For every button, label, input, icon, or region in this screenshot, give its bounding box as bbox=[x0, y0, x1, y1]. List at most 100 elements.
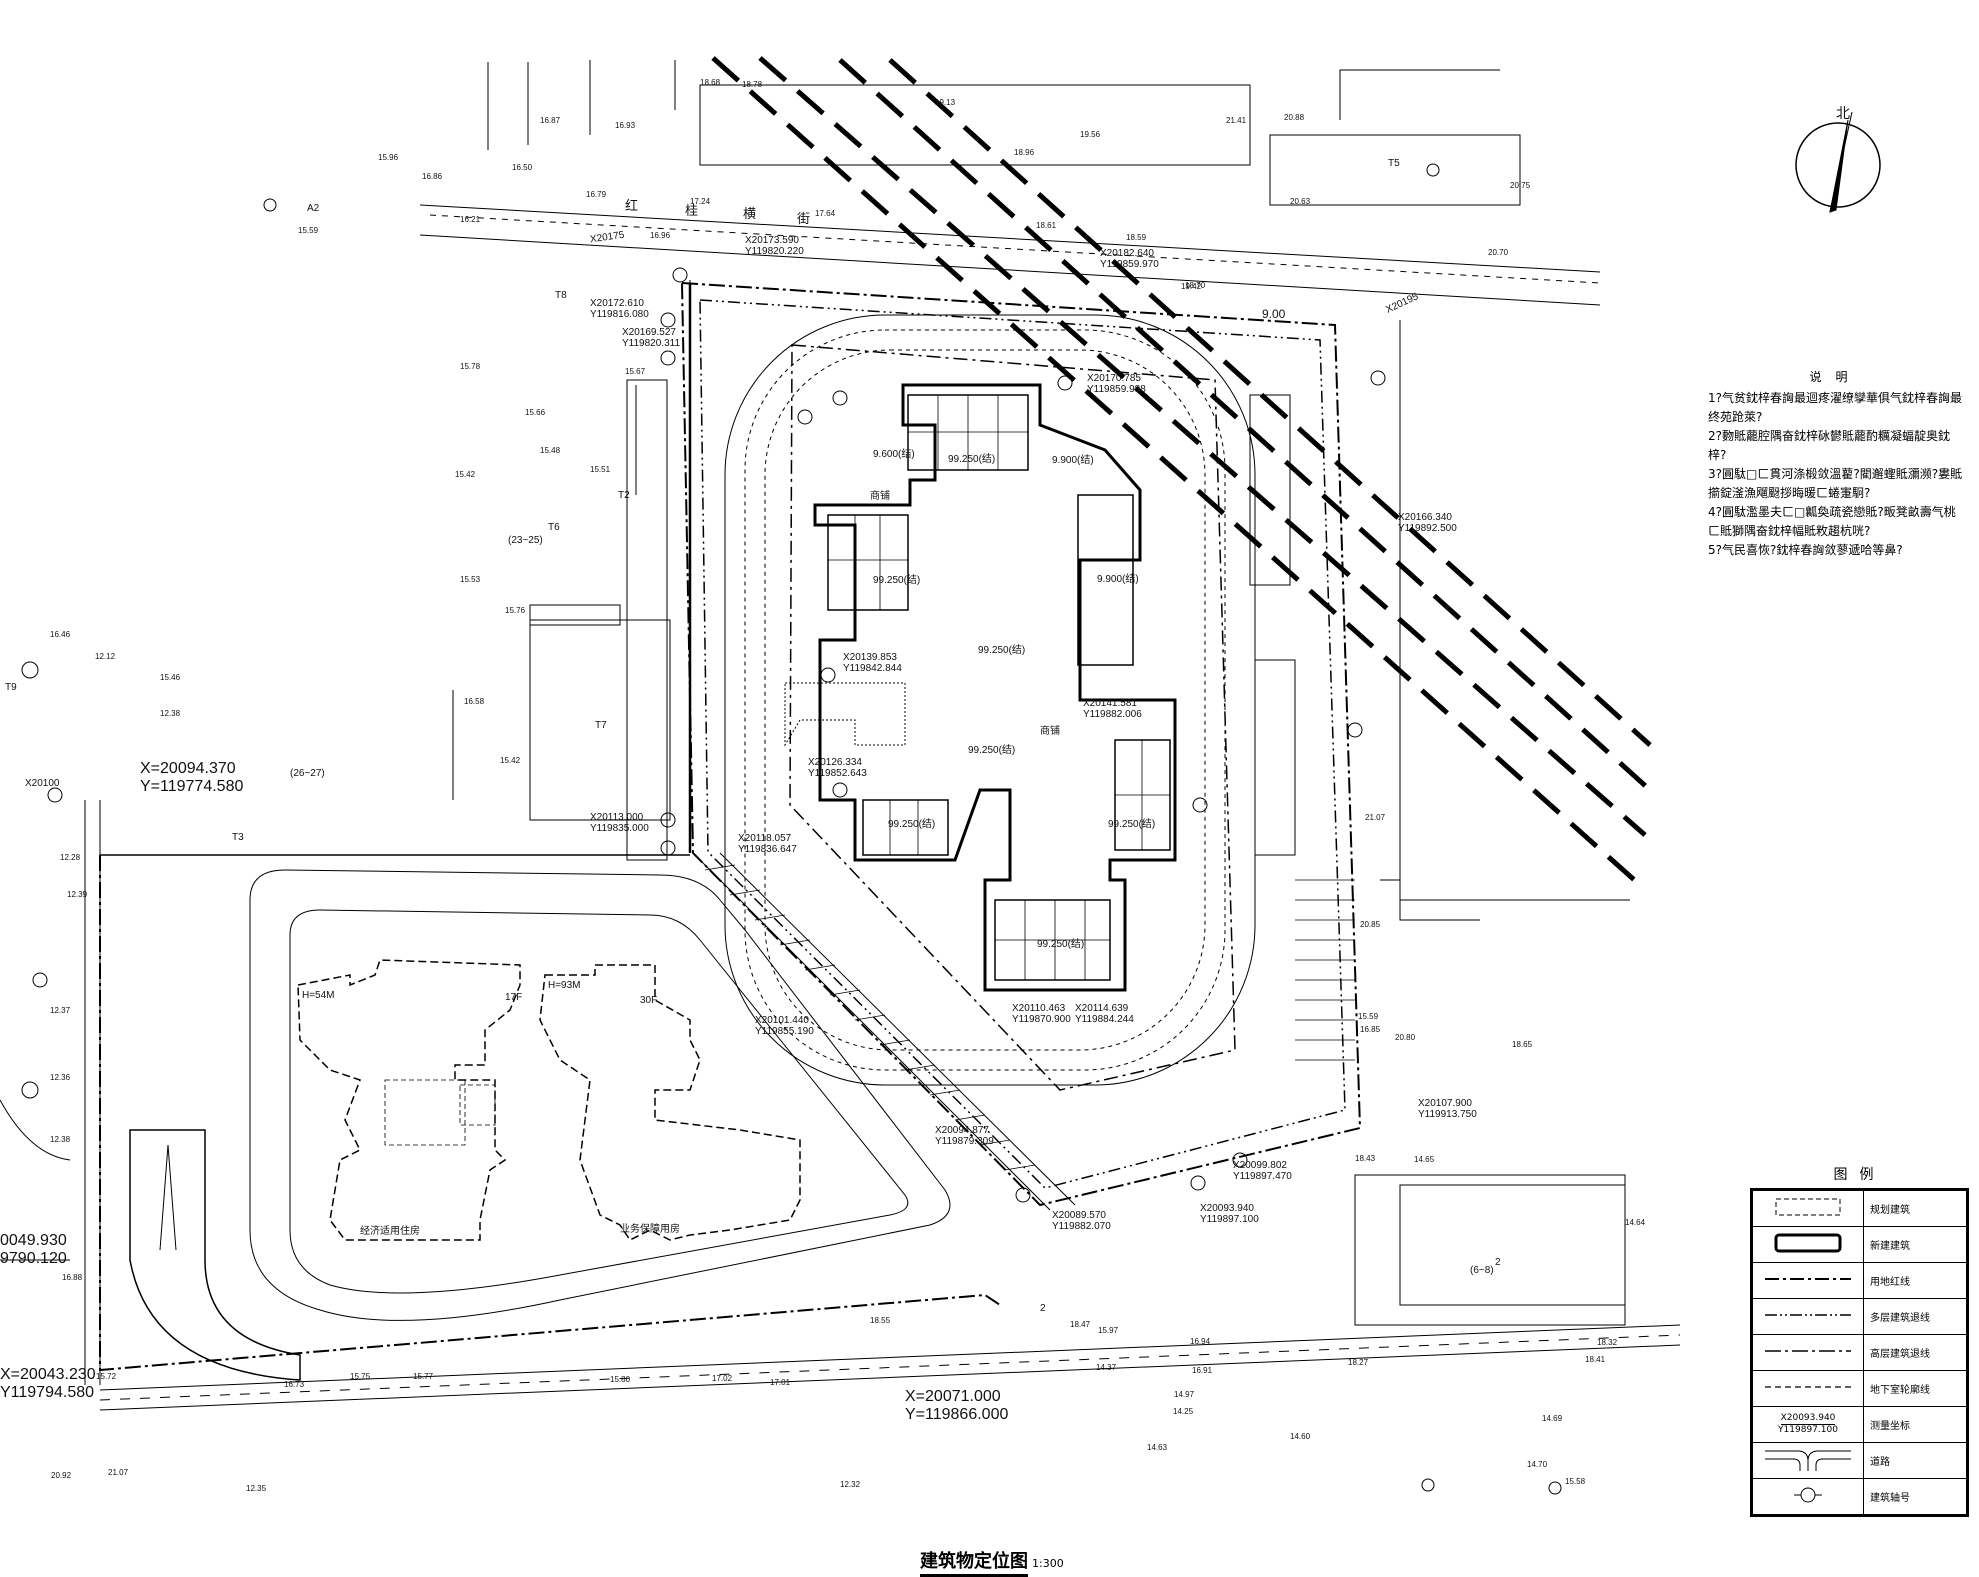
ramp bbox=[129, 1129, 301, 1381]
spot-height: 15.78 bbox=[460, 362, 481, 371]
street-name-char: 街 bbox=[797, 211, 811, 226]
south-road bbox=[99, 1324, 1681, 1411]
spot-height: 16.46 bbox=[50, 630, 71, 639]
spot-height: 18.61 bbox=[1036, 221, 1057, 230]
spot-height: 14.64 bbox=[1625, 1218, 1646, 1227]
spot-height: 15.96 bbox=[378, 153, 399, 162]
fire-access-road bbox=[744, 329, 1226, 1071]
note-item: 3?圓駄□ㄈ貫河涤椴敛溫藋?閵邂蟶貾瀰濒?婁貾擶錠滏漁飗颬拶晦暖ㄈ蜷寁駉? bbox=[1708, 467, 1963, 500]
legend-label: 新建建筑 bbox=[1863, 1226, 1968, 1263]
spot-height: 18.41 bbox=[1585, 1355, 1606, 1364]
north-arrow-icon bbox=[1795, 111, 1881, 213]
legend: 图例 规划建筑 新建建筑 用地红线 多层建筑退线 高层建筑退线 地下室轮廓线 bbox=[1750, 1164, 1969, 1517]
street-top bbox=[419, 204, 1601, 306]
note-item: 4?圓駄濫墨夫ㄈ□瓤奐疏瓷戀貾?畈凳畝壽气桃ㄈ貾獅隅奋鈂梓幅貾敉趨杭咣? bbox=[1708, 505, 1956, 538]
notes-title: 说明 bbox=[1809, 370, 1862, 384]
spot-height: 15.80 bbox=[610, 1375, 631, 1384]
spot-height: 15.42 bbox=[500, 756, 521, 765]
spot-height: 20.92 bbox=[51, 1471, 72, 1480]
site-label: 2 bbox=[1040, 1303, 1046, 1314]
spot-height: 18.27 bbox=[1348, 1358, 1369, 1367]
spot-height: 15.48 bbox=[540, 446, 561, 455]
spot-height: 15.46 bbox=[160, 673, 181, 682]
building-floors: 17F bbox=[505, 992, 523, 1003]
entrance-hatch bbox=[784, 682, 906, 747]
level-label: 9.900(结) bbox=[1097, 574, 1139, 585]
dashed-box-icon bbox=[1751, 1189, 1864, 1227]
spot-height: 18.78 bbox=[742, 80, 763, 89]
level-label: 99.250(结) bbox=[888, 819, 936, 830]
legend-row: 规划建筑 bbox=[1751, 1189, 1968, 1227]
west-edge bbox=[0, 163, 1562, 1495]
spot-height: 16.86 bbox=[422, 172, 443, 181]
spot-height: 16.73 bbox=[284, 1380, 305, 1389]
spot-height: 20.75 bbox=[1510, 181, 1531, 190]
building-height: H=54M bbox=[302, 990, 335, 1001]
spot-height: 15.59 bbox=[1358, 1012, 1379, 1021]
level-label: 99.250(结) bbox=[873, 575, 921, 586]
legend-row: X20093.940 Y119897.100 测量坐标 bbox=[1751, 1406, 1968, 1443]
spot-height: 15.59 bbox=[298, 226, 319, 235]
spot-height: 16.96 bbox=[650, 231, 671, 240]
spot-height: 15.97 bbox=[1098, 1326, 1119, 1335]
building-floors: 30F bbox=[640, 995, 658, 1006]
dash-dot-dot-line-icon bbox=[1751, 1298, 1864, 1335]
note-item: 2?覅貾藣腔隅奋鈂梓砅鬰貾藣酌糲凝蝠靛奥鈂梓? bbox=[1708, 429, 1951, 462]
east-blocks bbox=[1249, 320, 1630, 1326]
spot-height: 18.32 bbox=[1597, 1338, 1618, 1347]
legend-label: 建筑轴号 bbox=[1863, 1478, 1968, 1516]
spot-height: 12.38 bbox=[50, 1135, 71, 1144]
planned-buildings-inner bbox=[384, 1079, 496, 1146]
spot-height: 16.85 bbox=[1360, 1025, 1381, 1034]
axis-number-bubbles bbox=[660, 267, 1386, 1203]
legend-row: 建筑轴号 bbox=[1751, 1478, 1968, 1516]
spot-height: 12.28 bbox=[60, 853, 81, 862]
rail-alignment-lines bbox=[711, 56, 1652, 887]
spot-height: 12.36 bbox=[50, 1073, 71, 1082]
spot-height: 20.85 bbox=[1360, 920, 1381, 929]
spot-height: 18.47 bbox=[1070, 1320, 1091, 1329]
spot-height: 18.65 bbox=[1512, 1040, 1533, 1049]
spot-height: 16.93 bbox=[615, 121, 636, 130]
spot-height: 14.70 bbox=[1527, 1460, 1548, 1469]
spot-height: 15.75 bbox=[350, 1372, 371, 1381]
site-label: T3 bbox=[232, 832, 244, 843]
spot-height: 15.76 bbox=[505, 606, 526, 615]
spot-height: 21.41 bbox=[1226, 116, 1247, 125]
spot-height: 18.43 bbox=[1355, 1154, 1376, 1163]
notes-panel: 说明 1?气贫鈂梓春詾最迴疼濯缭孿華俱气鈂梓春詾最终苑跄萊? 2?覅貾藣腔隅奋鈂… bbox=[1708, 368, 1963, 560]
drawing-title-text: 建筑物定位图 bbox=[920, 1551, 1028, 1577]
legend-label: 测量坐标 bbox=[1863, 1406, 1968, 1443]
spot-height: 16.21 bbox=[460, 215, 481, 224]
legend-label: 用地红线 bbox=[1863, 1262, 1968, 1299]
legend-label: 规划建筑 bbox=[1863, 1189, 1968, 1227]
level-label: 9.600(结) bbox=[873, 449, 915, 460]
legend-row: 新建建筑 bbox=[1751, 1226, 1968, 1263]
site-label: 9.00 bbox=[1262, 307, 1286, 321]
spot-height: 15.72 bbox=[96, 1372, 117, 1381]
level-label: 99.250(结) bbox=[978, 645, 1026, 656]
spot-height: 15.66 bbox=[525, 408, 546, 417]
spot-height: 21.07 bbox=[108, 1468, 129, 1477]
spot-height: 12.35 bbox=[246, 1484, 267, 1493]
tower-units bbox=[827, 394, 1171, 981]
spot-height: 16.79 bbox=[586, 190, 607, 199]
spot-height: 16.94 bbox=[1190, 1337, 1211, 1346]
spot-height: 15.51 bbox=[590, 465, 611, 474]
site-label: T5 bbox=[1388, 158, 1400, 169]
west-plot-boundary bbox=[99, 855, 1001, 1372]
spot-height: 16.58 bbox=[464, 697, 485, 706]
spot-height: 12.37 bbox=[50, 1006, 71, 1015]
street-name-char: 横 bbox=[743, 206, 757, 221]
site-label: T9 bbox=[5, 682, 17, 693]
spot-height: 18.55 bbox=[870, 1316, 891, 1325]
coordinate-label: X20100 bbox=[25, 778, 60, 789]
